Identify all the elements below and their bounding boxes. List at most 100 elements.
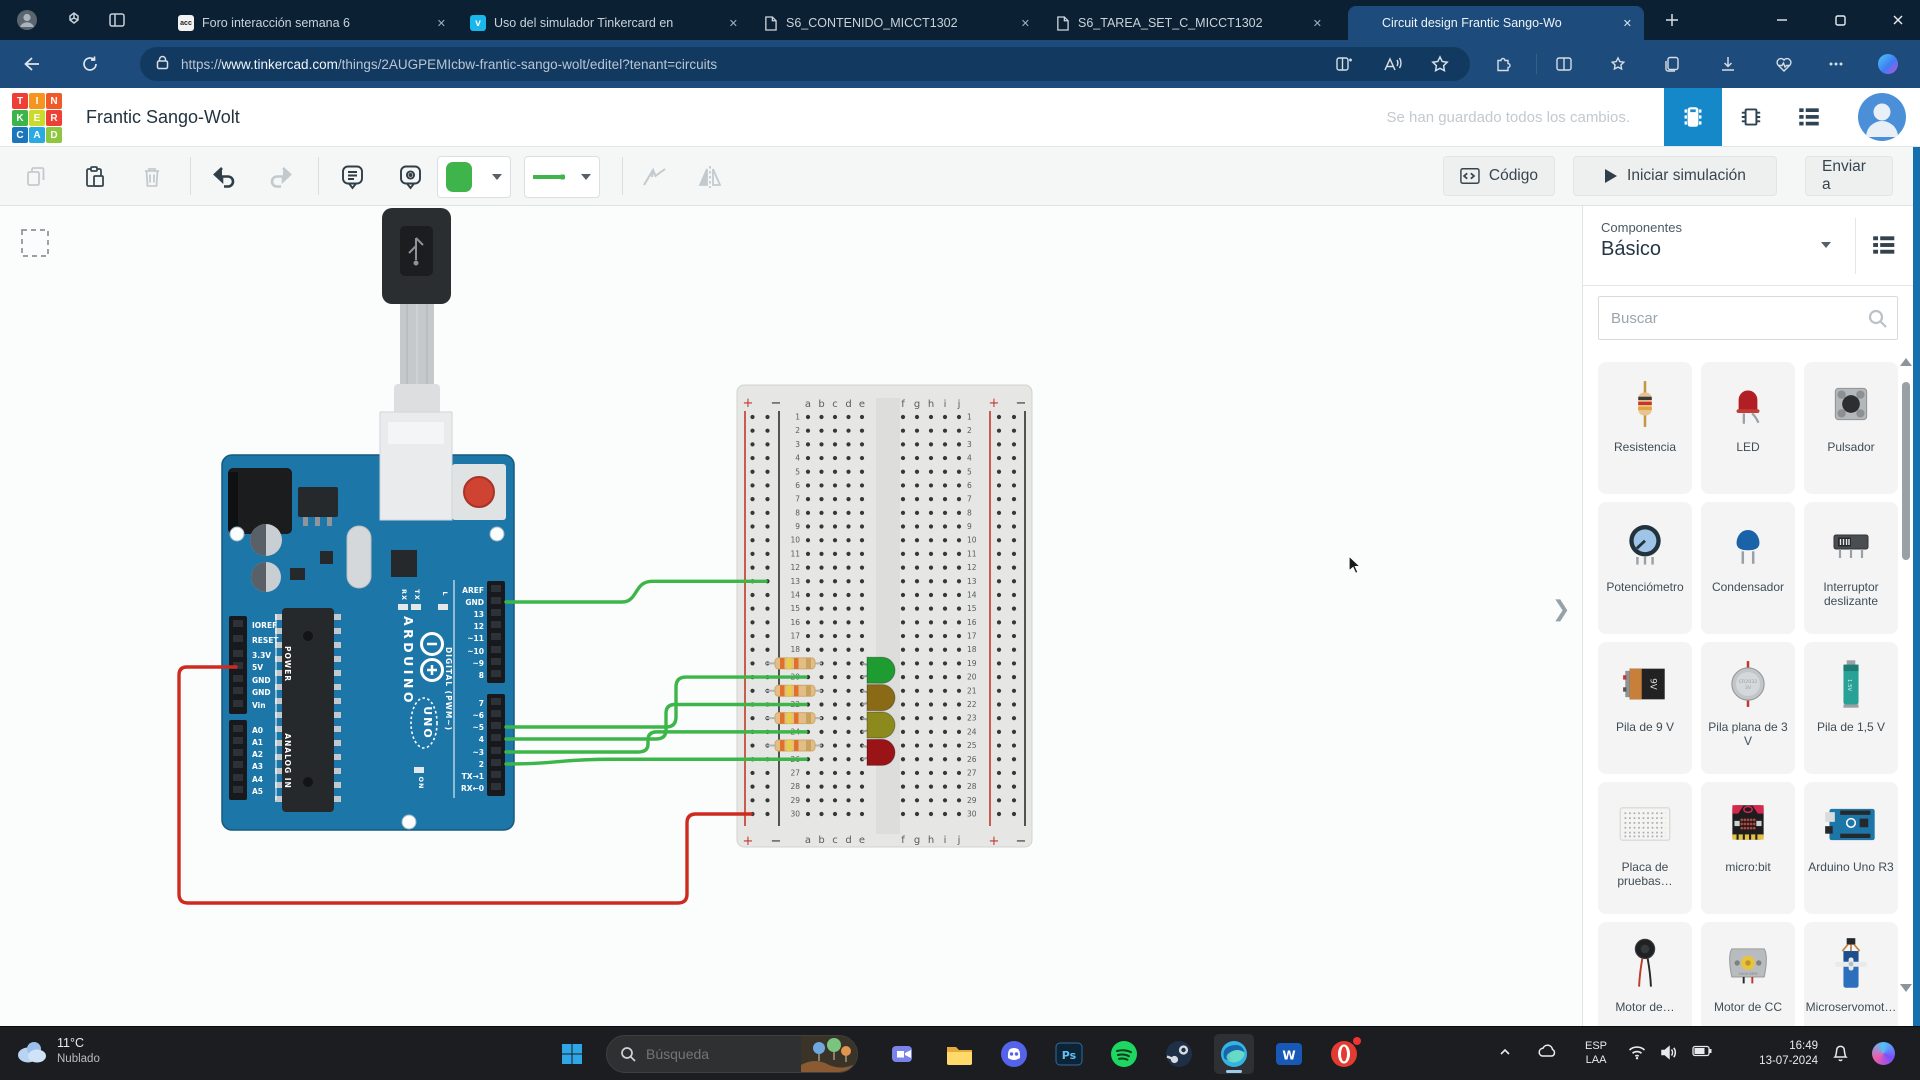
new-tab-button[interactable] (1660, 8, 1684, 32)
browser-essentials-icon[interactable] (1772, 52, 1796, 76)
panel-collapse-chevron[interactable]: ❯ (1552, 597, 1570, 622)
wire-type-dropdown[interactable] (524, 156, 600, 198)
teams-taskbar-icon[interactable] (884, 1034, 924, 1074)
wifi-icon[interactable] (1628, 1045, 1646, 1060)
discord-taskbar-icon[interactable] (994, 1034, 1034, 1074)
redo-icon[interactable] (260, 157, 300, 197)
tab-list-icon[interactable] (105, 8, 129, 32)
onedrive-icon[interactable] (1537, 1044, 1557, 1059)
tab-close-icon[interactable]: ✕ (728, 17, 738, 30)
photoshop-taskbar-icon[interactable]: Ps (1049, 1034, 1089, 1074)
resistor[interactable] (766, 657, 822, 670)
led[interactable] (861, 684, 896, 712)
green-wire[interactable] (504, 730, 808, 754)
split-tab-icon[interactable] (1332, 52, 1356, 76)
color-dropdown[interactable] (437, 156, 511, 198)
zoom-fit-icon[interactable] (21, 229, 49, 257)
code-button[interactable]: Código (1443, 156, 1555, 196)
component-card-servo[interactable]: Microservomot… (1804, 922, 1898, 1026)
led[interactable] (861, 656, 896, 684)
green-wire[interactable] (504, 579, 768, 604)
component-card-button[interactable]: Pulsador (1804, 362, 1898, 494)
breadboard-view-button[interactable] (1664, 88, 1722, 146)
category-caret-icon[interactable] (1821, 242, 1831, 248)
favorite-star-icon[interactable] (1428, 52, 1452, 76)
settings-menu-icon[interactable] (1824, 52, 1848, 76)
annotation-visibility-icon[interactable] (390, 157, 430, 197)
component-card-pot[interactable]: Potenciómetro (1598, 502, 1692, 634)
led[interactable] (861, 738, 896, 766)
schematic-view-button[interactable] (1722, 88, 1780, 146)
browser-tab[interactable]: S6_CONTENIDO_MICCT1302✕ (752, 6, 1042, 40)
flip-icon[interactable] (690, 157, 730, 197)
explorer-taskbar-icon[interactable] (939, 1034, 979, 1074)
downloads-icon[interactable] (1716, 52, 1740, 76)
tray-chevron-icon[interactable] (1498, 1045, 1512, 1059)
component-card-led[interactable]: LED (1701, 362, 1795, 494)
notes-icon[interactable] (332, 157, 372, 197)
reset-button[interactable] (463, 476, 495, 508)
battery-icon[interactable] (1692, 1045, 1712, 1057)
panel-list-toggle[interactable] (1871, 232, 1897, 263)
taskbar-search[interactable] (606, 1035, 858, 1073)
undo-icon[interactable] (205, 157, 245, 197)
taskbar-search-input[interactable] (646, 1046, 776, 1062)
delete-icon[interactable] (132, 157, 172, 197)
profile-icon[interactable] (15, 8, 39, 32)
favorites-bar-icon[interactable] (1606, 52, 1630, 76)
refresh-icon[interactable] (78, 52, 102, 76)
send-to-button[interactable]: Enviar a (1805, 156, 1893, 196)
tab-close-icon[interactable]: ✕ (1622, 17, 1632, 30)
resistor[interactable] (766, 684, 822, 697)
copy-icon[interactable] (16, 157, 56, 197)
arduino-uno-board[interactable]: IOREFRESET3.3V5VGNDGNDVinA0A1A2A3A4A5ARE… (221, 454, 515, 831)
green-wire[interactable] (504, 675, 808, 729)
paste-icon[interactable] (74, 157, 114, 197)
panel-scrollbar-thumb[interactable] (1902, 382, 1910, 560)
tab-close-icon[interactable]: ✕ (1312, 17, 1322, 30)
copilot-icon[interactable] (1876, 52, 1900, 76)
collections-icon[interactable] (1660, 52, 1684, 76)
scrollbar-down-icon[interactable] (1900, 984, 1912, 992)
word-taskbar-icon[interactable]: W (1269, 1034, 1309, 1074)
close-button[interactable] (1886, 8, 1910, 32)
workspaces-icon[interactable] (62, 8, 86, 32)
component-card-resistor[interactable]: Resistencia (1598, 362, 1692, 494)
spotify-taskbar-icon[interactable] (1104, 1034, 1144, 1074)
browser-tab[interactable]: S6_TAREA_SET_C_MICCT1302✕ (1044, 6, 1334, 40)
scrollbar-up-icon[interactable] (1900, 358, 1912, 366)
tab-close-icon[interactable]: ✕ (436, 17, 446, 30)
maximize-button[interactable] (1828, 8, 1852, 32)
edge-taskbar-icon[interactable] (1214, 1034, 1254, 1074)
component-search-input[interactable] (1598, 296, 1898, 340)
extensions-icon[interactable] (1492, 52, 1516, 76)
component-card-slide[interactable]: Interruptor deslizante (1804, 502, 1898, 634)
start-simulation-button[interactable]: Iniciar simulación (1573, 156, 1777, 196)
browser-tab[interactable]: Circuit design Frantic Sango-Wo✕ (1348, 6, 1644, 40)
weather-widget[interactable]: 11°C Nublado (14, 1036, 100, 1066)
usb-cable[interactable] (379, 208, 453, 521)
wire-bend-icon[interactable] (634, 157, 674, 197)
resistor[interactable] (766, 739, 822, 752)
component-card-bboard[interactable]: Placa de pruebas… (1598, 782, 1692, 914)
component-card-uno[interactable]: Arduino Uno R3 (1804, 782, 1898, 914)
notifications-bell-icon[interactable] (1832, 1044, 1849, 1062)
volume-icon[interactable] (1660, 1045, 1678, 1060)
split-screen-icon[interactable] (1552, 52, 1576, 76)
address-bar[interactable]: https://www.tinkercad.com/things/2AUGPEM… (140, 47, 1470, 81)
component-card-vib[interactable]: Motor de… (1598, 922, 1692, 1026)
start-button[interactable] (552, 1034, 592, 1074)
component-card-microbit[interactable]: micro:bit (1701, 782, 1795, 914)
back-icon[interactable] (20, 52, 44, 76)
component-list-view-button[interactable] (1780, 88, 1838, 146)
avatar[interactable] (1858, 93, 1906, 141)
